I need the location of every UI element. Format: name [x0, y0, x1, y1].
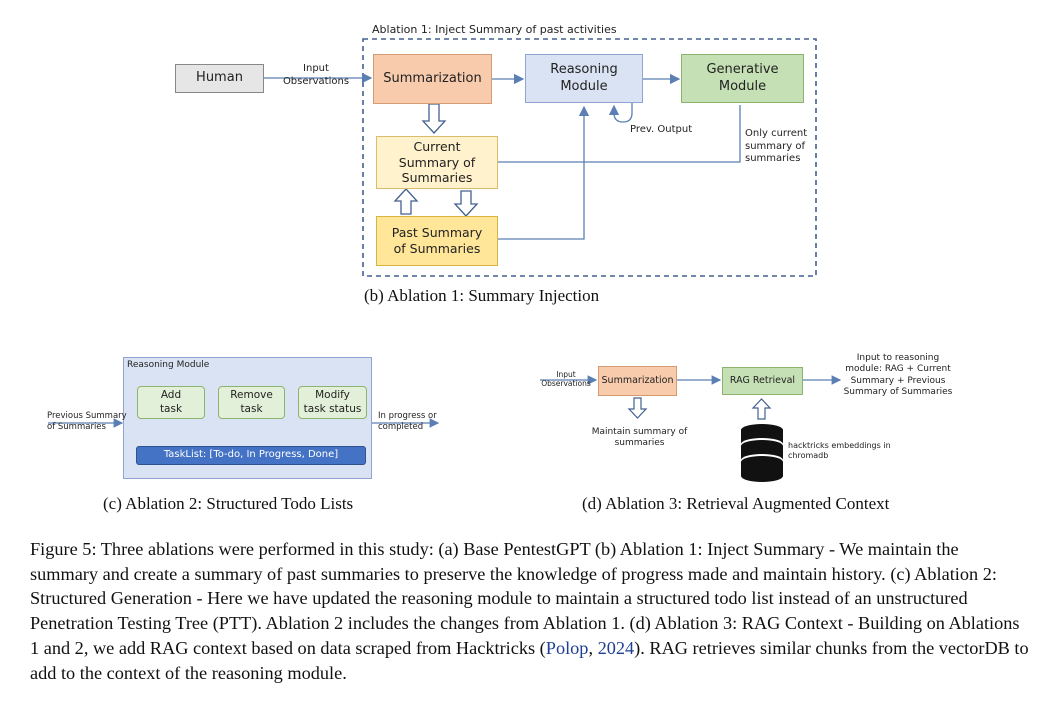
caption-text-1: Figure 5: Three ablations were performed…	[30, 539, 1020, 658]
current-summary-line	[498, 105, 741, 163]
caption-c: (c) Ablation 2: Structured Todo Lists	[103, 494, 354, 513]
ablation1-frame-title: Ablation 1: Inject Summary of past activ…	[372, 23, 617, 36]
remove-task-box: Remove task	[218, 386, 285, 419]
previous-summary-label: Previous Summary of Summaries	[47, 411, 127, 432]
input-observations-label: Input Observations	[282, 63, 350, 87]
d-maintain-summary-label: Maintain summary of summaries	[591, 427, 688, 449]
past-summary-line	[498, 105, 590, 240]
ablation1-frame	[362, 38, 817, 277]
citation-separator: ,	[588, 637, 598, 658]
d-block-arrow-down	[627, 397, 648, 419]
past-summary-box: Past Summary of Summaries	[376, 216, 498, 266]
citation-year-link[interactable]: 2024	[597, 637, 635, 658]
modify-task-box: Modify task status	[298, 386, 367, 419]
caption-text-2: ). RAG retrieves similar chunks from the…	[30, 637, 1029, 683]
d-block-arrow-up	[751, 398, 772, 420]
only-current-summary-label: Only current summary of summaries	[745, 128, 808, 164]
d-rag-retrieval-box: RAG Retrieval	[722, 367, 803, 395]
d-embeddings-label: hacktricks embeddings in chromadb	[788, 441, 891, 460]
d-input-observations-label: Input Observations	[541, 370, 591, 389]
human-box: Human	[175, 64, 264, 93]
prev-output-loop	[608, 103, 633, 123]
caption-d: (d) Ablation 3: Retrieval Augmented Cont…	[582, 494, 890, 513]
in-progress-label: In progress or completed	[378, 411, 437, 432]
d-input-reasoning-label: Input to reasoning module: RAG + Current…	[843, 353, 953, 397]
generative-module-box: Generative Module	[681, 54, 804, 103]
tasklist-bar: TaskList: [To-do, In Progress, Done]	[136, 446, 366, 465]
block-arrow-up	[393, 188, 419, 215]
caption-b: (b) Ablation 1: Summary Injection	[364, 286, 600, 305]
summarization-box: Summarization	[373, 54, 492, 104]
prev-output-label: Prev. Output	[630, 124, 693, 135]
add-task-box: Add task	[137, 386, 205, 419]
citation-author-link[interactable]: Polop	[545, 637, 589, 658]
figure-caption: Figure 5: Three ablations were performed…	[30, 537, 1030, 685]
block-arrow-down-2	[453, 190, 479, 217]
d-summarization-box: Summarization	[598, 366, 677, 396]
reasoning-module-box: Reasoning Module	[525, 54, 643, 103]
reasoning-module-title: Reasoning Module	[127, 360, 210, 370]
current-summary-box: Current Summary of Summaries	[376, 136, 498, 189]
database-icon	[741, 424, 783, 482]
block-arrow-down-1	[421, 103, 447, 134]
